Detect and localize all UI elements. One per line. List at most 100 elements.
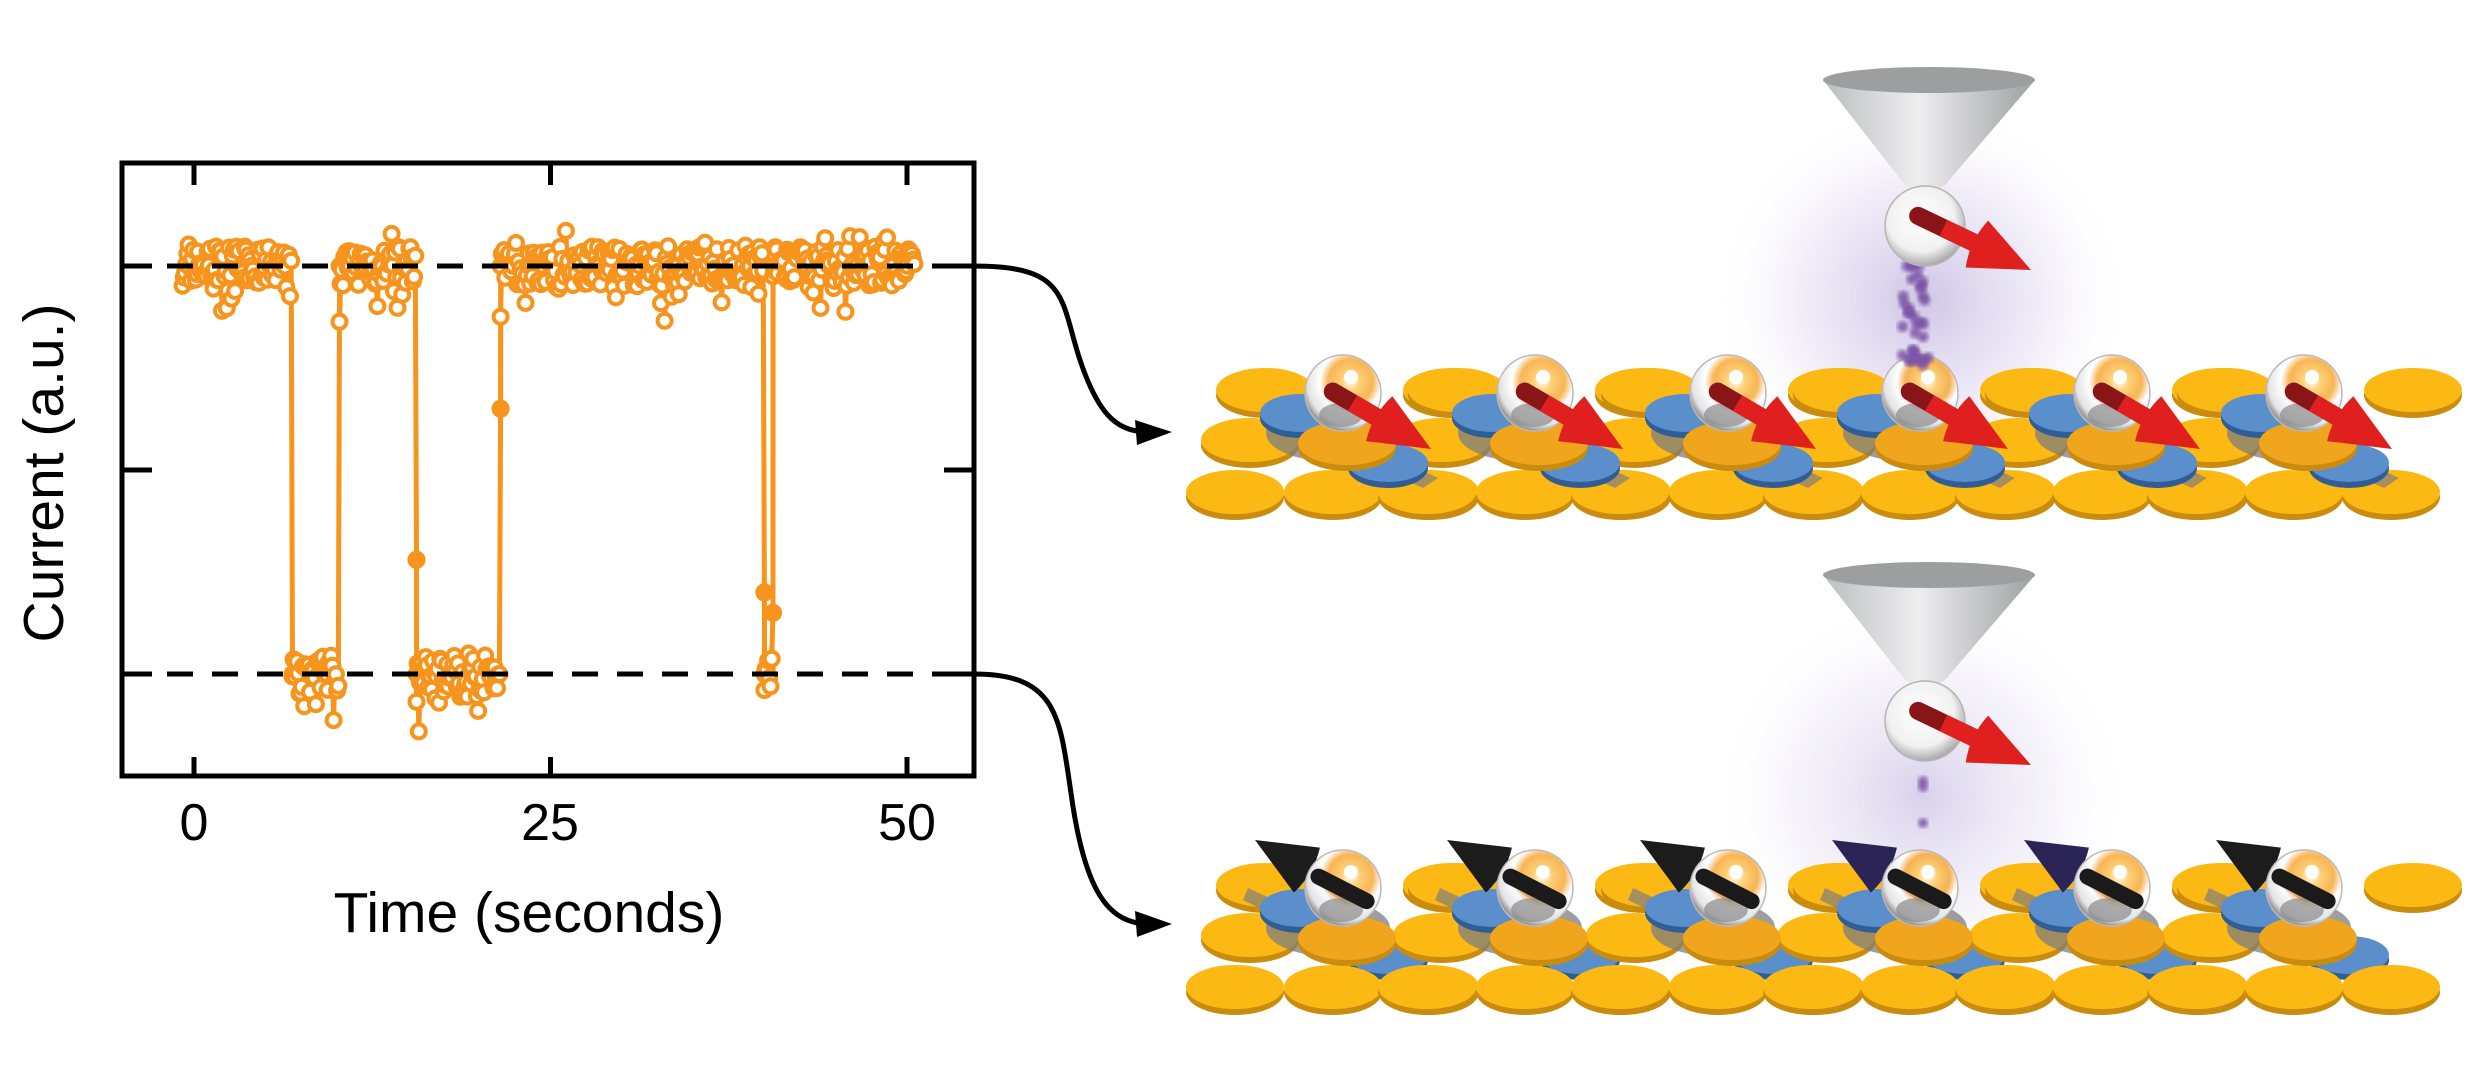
surface-atom-yellow: [1763, 965, 1861, 1009]
surface-atom-yellow: [2147, 965, 2245, 1009]
surface-atom-yellow: [1186, 965, 1284, 1009]
trace-data-point: [816, 229, 835, 248]
high-state-connector-arrowhead-icon: [1135, 420, 1172, 445]
current-trace-chart: 0 25 50 Time (seconds) Current (a.u.): [12, 160, 977, 945]
transition-data-point: [491, 399, 510, 418]
stm-tip-top: [1823, 67, 2035, 93]
tunneling-electron: [1903, 302, 1915, 314]
trace-data-point: [491, 307, 510, 326]
adatom-spin-arrow-tail: [1695, 868, 1760, 910]
adatom-inner-shadow: [1511, 898, 1555, 922]
arrow-head: [1639, 839, 1705, 893]
trace-data-point: [306, 695, 325, 714]
trace-data-point: [712, 293, 731, 312]
low-state-connector-arrow: [973, 671, 1151, 927]
trace-data-point: [556, 221, 575, 240]
x-tick-label: 0: [180, 794, 209, 852]
tip-spin-arrow-icon: [1909, 206, 2032, 271]
tunneling-electron: [1897, 321, 1909, 333]
surface-atom-yellow: [1476, 965, 1574, 1009]
adatom-spin-arrow-icon: [1323, 382, 1432, 450]
high-current-state-panel: [1186, 67, 2462, 520]
trace-data-point: [282, 251, 301, 270]
trace-data-point: [606, 288, 625, 307]
y-axis-title: Current (a.u.): [12, 304, 76, 643]
surface-atom-yellow: [2053, 965, 2151, 1009]
trace-data-point: [368, 297, 387, 316]
surface-atom-yellow: [1571, 965, 1669, 1009]
tunneling-electron: [1915, 317, 1927, 329]
surface-atom-yellow: [1861, 470, 1959, 514]
arrow-head: [1254, 839, 1320, 893]
trace-data-point: [407, 692, 426, 711]
adatom-spin-arrow-icon: [2284, 382, 2393, 450]
arrow-head: [1965, 220, 2032, 271]
arrow-head: [1751, 396, 1817, 450]
trace-series: [173, 221, 924, 741]
transition-data-point: [763, 603, 782, 622]
trace-data-point: [405, 267, 424, 286]
surface-atom-yellow: [1284, 470, 1382, 514]
adatom-highlight: [2113, 370, 2127, 384]
adatom-inner-shadow: [2280, 898, 2324, 922]
adatom-spin-arrow-icon: [1515, 382, 1624, 450]
surface-atom-yellow: [1284, 965, 1382, 1009]
surface-atom-yellow: [1861, 965, 1959, 1009]
arrow-head: [1446, 839, 1512, 893]
transition-data-point: [755, 583, 774, 602]
trace-data-point: [281, 287, 299, 306]
stm-tip-cone: [1823, 80, 2035, 191]
adatom-spin-arrow-tail: [1887, 868, 1952, 910]
arrow-head: [1965, 715, 2032, 766]
adatom-spin-arrow-tail: [1310, 868, 1375, 910]
tunneling-electron: [1907, 344, 1919, 356]
stm-tip-cone: [1823, 575, 2035, 686]
surface-atom-under-adatom: [2067, 916, 2165, 960]
surface-atom-yellow: [2342, 965, 2440, 1009]
x-tick-label: 50: [878, 794, 936, 852]
adatom-highlight: [2305, 865, 2319, 879]
surface-atom-yellow: [1476, 470, 1574, 514]
adatom-spin-arrow-tail: [2271, 868, 2336, 910]
adatom-highlight: [2305, 370, 2319, 384]
surface-atom-under-adatom: [1875, 916, 1973, 960]
adatom-highlight: [2113, 865, 2127, 879]
tunneling-electron: [1922, 352, 1934, 364]
x-tick-labels: 0 25 50: [180, 794, 936, 852]
trace-data-point: [334, 276, 352, 295]
adatom-spin-arrow-icon: [2092, 382, 2201, 450]
surface-atom-yellow: [1955, 965, 2053, 1009]
surface-atom-under-adatom: [1298, 916, 1396, 960]
adatom-spin-arrow-icon: [1900, 382, 2009, 450]
trace-data-point: [409, 722, 428, 741]
transition-data-point: [407, 550, 426, 569]
adatom-highlight: [1729, 865, 1743, 879]
surface-atom-yellow: [2364, 368, 2462, 412]
trace-data-point: [878, 228, 896, 247]
adatom-spin-arrow-tail: [2079, 868, 2144, 910]
x-tick-label: 25: [521, 794, 579, 852]
surface-atom-yellow: [1669, 965, 1767, 1009]
trace-data-point: [329, 676, 348, 695]
adatom-inner-shadow: [1704, 898, 1748, 922]
tunneling-electron: [1909, 327, 1921, 339]
tunneling-electron: [1917, 276, 1929, 288]
arrow-head: [2135, 396, 2201, 450]
arrow-head: [1831, 839, 1897, 893]
adatom-highlight: [1344, 370, 1358, 384]
trace-data-point: [762, 649, 781, 668]
adatom-spin-arrow-tail: [1502, 868, 1567, 910]
trace-data-point: [382, 224, 401, 243]
adatom-highlight: [1921, 865, 1935, 879]
trace-data-point: [406, 246, 425, 265]
trace-data-point: [324, 711, 343, 730]
low-state-connector-arrowhead-icon: [1135, 911, 1172, 937]
x-axis-title: Time (seconds): [334, 881, 725, 945]
adatom-highlight: [1344, 865, 1358, 879]
high-state-connector-arrow: [973, 263, 1151, 435]
surface-atom-yellow: [1378, 965, 1476, 1009]
adatom-spin-arrow-icon: [1708, 382, 1817, 450]
surface-atom-yellow: [2245, 965, 2343, 1009]
trace-data-point: [749, 284, 768, 303]
